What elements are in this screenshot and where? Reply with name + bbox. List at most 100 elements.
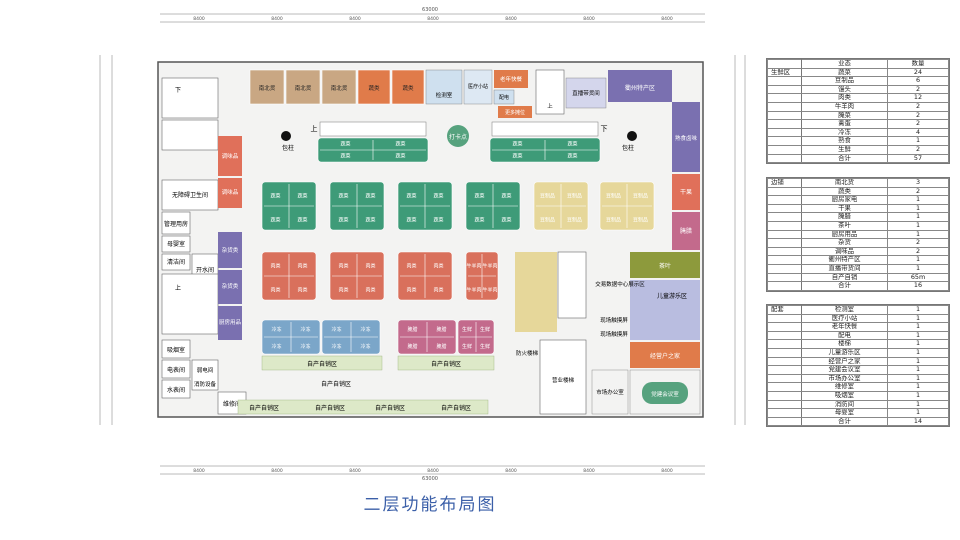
party-meeting-label: 党建会议室	[651, 390, 679, 398]
legend-item-qty: 1	[887, 322, 949, 332]
legend-item-qty: 2	[887, 186, 949, 197]
kids-play-area	[630, 280, 700, 340]
legend-item-qty: 12	[887, 93, 949, 103]
legend-group-cell	[767, 229, 802, 240]
legend-item-qty: 2	[887, 110, 949, 121]
market-office-label: 市场办公室	[596, 388, 624, 396]
legend-item-qty: 2	[887, 101, 949, 112]
veg-island-1-label: 蔬菜	[297, 192, 307, 199]
top-stall	[357, 69, 391, 105]
legend-item-qty: 14	[887, 416, 949, 427]
legend-group-cell	[767, 153, 802, 164]
legend-item-name: 腌菜	[801, 110, 888, 121]
medical-station	[463, 69, 493, 105]
left-service-column	[161, 77, 247, 415]
legend-group-cell	[767, 356, 802, 367]
livestream-room	[565, 77, 607, 109]
legend-item-name: 茶叶	[801, 220, 888, 231]
cooked-food-label: 熟食卤味	[675, 134, 698, 142]
legend-item-name: 调味品	[801, 246, 888, 257]
veg-island-2-label: 蔬菜	[338, 216, 348, 223]
bean-island-1-label: 豆制品	[567, 192, 582, 199]
bottom-dim-label: 8400	[349, 468, 361, 474]
restroom-label: 无障碍卫生间	[172, 191, 208, 199]
legend-item-qty: 1	[887, 313, 949, 324]
top-dim-label: 8400	[193, 16, 205, 22]
legend-item-qty: 1	[887, 408, 949, 418]
inspection-label: 检测室	[436, 91, 453, 99]
legend-item-name: 熟食	[801, 136, 888, 146]
stair-up-label-2: 上	[547, 102, 553, 110]
legend-group-cell	[767, 246, 802, 257]
quzhou-label: 衢州特产区	[625, 84, 655, 92]
bean-island-2-label: 豆制品	[633, 192, 648, 199]
legend-item-qty: 2	[887, 119, 949, 129]
legend-group-cell	[767, 127, 802, 138]
legend-group-cell	[767, 272, 802, 283]
dried-goods-label: 干果	[680, 189, 692, 196]
bottom-dim-label: 8400	[505, 468, 517, 474]
cleaning-label: 清洁间	[167, 258, 185, 266]
raw-island-label: 生鲜	[462, 343, 472, 350]
legend-item-name: 直播带货间	[801, 263, 888, 274]
meat-island-1-label: 肉类	[270, 286, 280, 293]
tea-label: 茶叶	[659, 262, 671, 270]
legend-item-qty: 1	[887, 382, 949, 392]
seasoning-stall-2	[218, 178, 242, 208]
top-stall-label: 南北货	[331, 84, 348, 92]
legend-group-cell	[767, 365, 802, 375]
bean-island-1-label: 豆制品	[540, 192, 555, 199]
legend-item-qty: 1	[887, 203, 949, 214]
legend-group-cell	[767, 339, 802, 349]
frozen-island-1-label: 冷冻	[300, 343, 310, 350]
more-stalls	[498, 106, 532, 118]
meat-island-1-label: 肉类	[270, 262, 280, 269]
legend-group-cell: 边铺	[767, 178, 802, 188]
top-stall-label: 蔬类	[368, 84, 380, 92]
top-stall	[285, 69, 321, 105]
smoking-room-label: 吸烟室	[167, 346, 185, 354]
legend-item-name: 厨房用品	[801, 229, 888, 240]
checkin-label: 打卡点	[449, 133, 467, 141]
legend-item-qty: 2	[887, 144, 949, 155]
legend-item-qty: 数量	[887, 59, 949, 69]
bottom-dim-label: 8400	[193, 468, 205, 474]
frozen-island-1-label: 冷冻	[271, 343, 281, 350]
veg-island-2-label: 蔬菜	[365, 192, 375, 199]
legend-item-name: 生鲜	[801, 144, 888, 155]
frozen-island-1-label: 冷冻	[271, 326, 281, 333]
tea-stall	[630, 252, 700, 278]
self-checkout-label-7: 自产自销区	[321, 380, 351, 388]
legend-item-qty: 1	[887, 373, 949, 384]
veg-row-1-label: 蔬菜	[395, 141, 405, 148]
legend-group-cell	[767, 212, 802, 222]
seasoning-2-label: 调味品	[222, 188, 239, 196]
legend-item-name: 母婴室	[801, 408, 888, 418]
legend-group-cell	[767, 373, 802, 384]
legend-group-cell	[767, 84, 802, 95]
legend-item-name: 肉类	[801, 93, 888, 103]
top-stall-label: 南北货	[259, 84, 276, 92]
veg-island-2-label: 蔬菜	[365, 216, 375, 223]
legend-item-qty: 6	[887, 76, 949, 86]
legend-item-name: 吸烟室	[801, 390, 888, 401]
legend-item-name: 豆制品	[801, 76, 888, 86]
electric-room-label: 电表间	[167, 366, 185, 374]
top-dim-label: 8400	[427, 16, 439, 22]
bean-island-2-label: 豆制品	[606, 216, 621, 223]
legend-group-cell	[767, 330, 802, 341]
repair-room-label: 维修间	[223, 400, 241, 408]
